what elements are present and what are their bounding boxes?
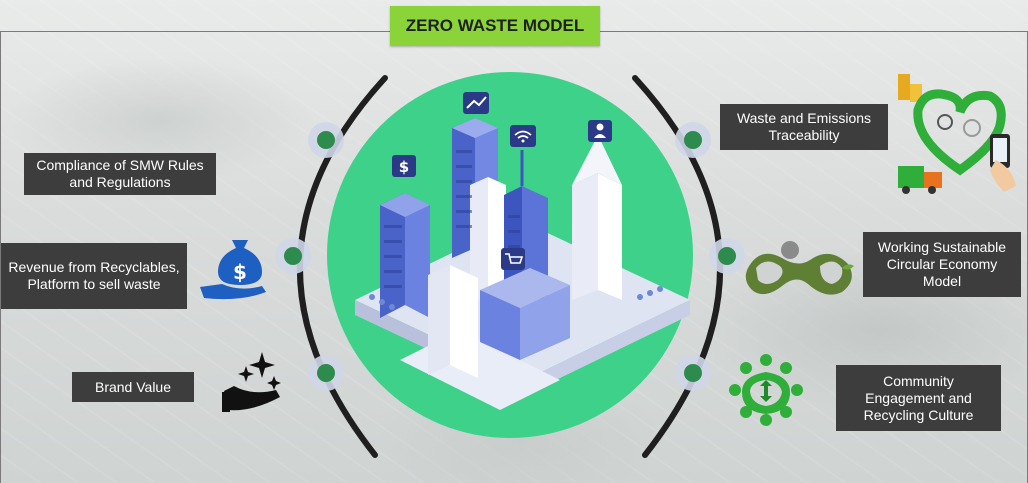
frame-line <box>0 31 1 483</box>
svg-text:$: $ <box>233 260 247 284</box>
chart-badge-icon <box>463 92 489 114</box>
user-badge-icon <box>588 120 612 142</box>
node-left-3 <box>308 355 344 391</box>
diagram-title: ZERO WASTE MODEL <box>390 6 600 46</box>
label-traceability: Waste and Emissions Traceability <box>720 104 888 150</box>
label-compliance: Compliance of SMW Rules and Regulations <box>24 153 216 195</box>
node-left-2 <box>275 238 311 274</box>
label-community: Community Engagement and Recycling Cultu… <box>836 365 1001 431</box>
infinity-circular-icon <box>745 241 854 295</box>
node-right-2 <box>709 238 745 274</box>
city-illustration: $ <box>355 92 690 410</box>
smart-recycling-heart-icon <box>898 74 1016 194</box>
label-revenue: Revenue from Recyclables, Platform to se… <box>1 243 187 309</box>
node-right-1 <box>675 122 711 158</box>
money-bag-hand-icon: $ <box>200 240 266 300</box>
cart-badge-icon <box>501 248 525 270</box>
node-left-1 <box>308 122 344 158</box>
dollar-badge-icon: $ <box>392 155 416 177</box>
community-recycle-icon <box>729 354 803 426</box>
label-circular-economy: Working Sustainable Circular Economy Mod… <box>863 232 1021 297</box>
sparkle-hand-icon <box>222 352 281 412</box>
svg-text:$: $ <box>399 158 409 176</box>
node-right-3 <box>675 355 711 391</box>
label-brand-value: Brand Value <box>72 372 194 402</box>
wifi-badge-icon <box>510 125 536 147</box>
